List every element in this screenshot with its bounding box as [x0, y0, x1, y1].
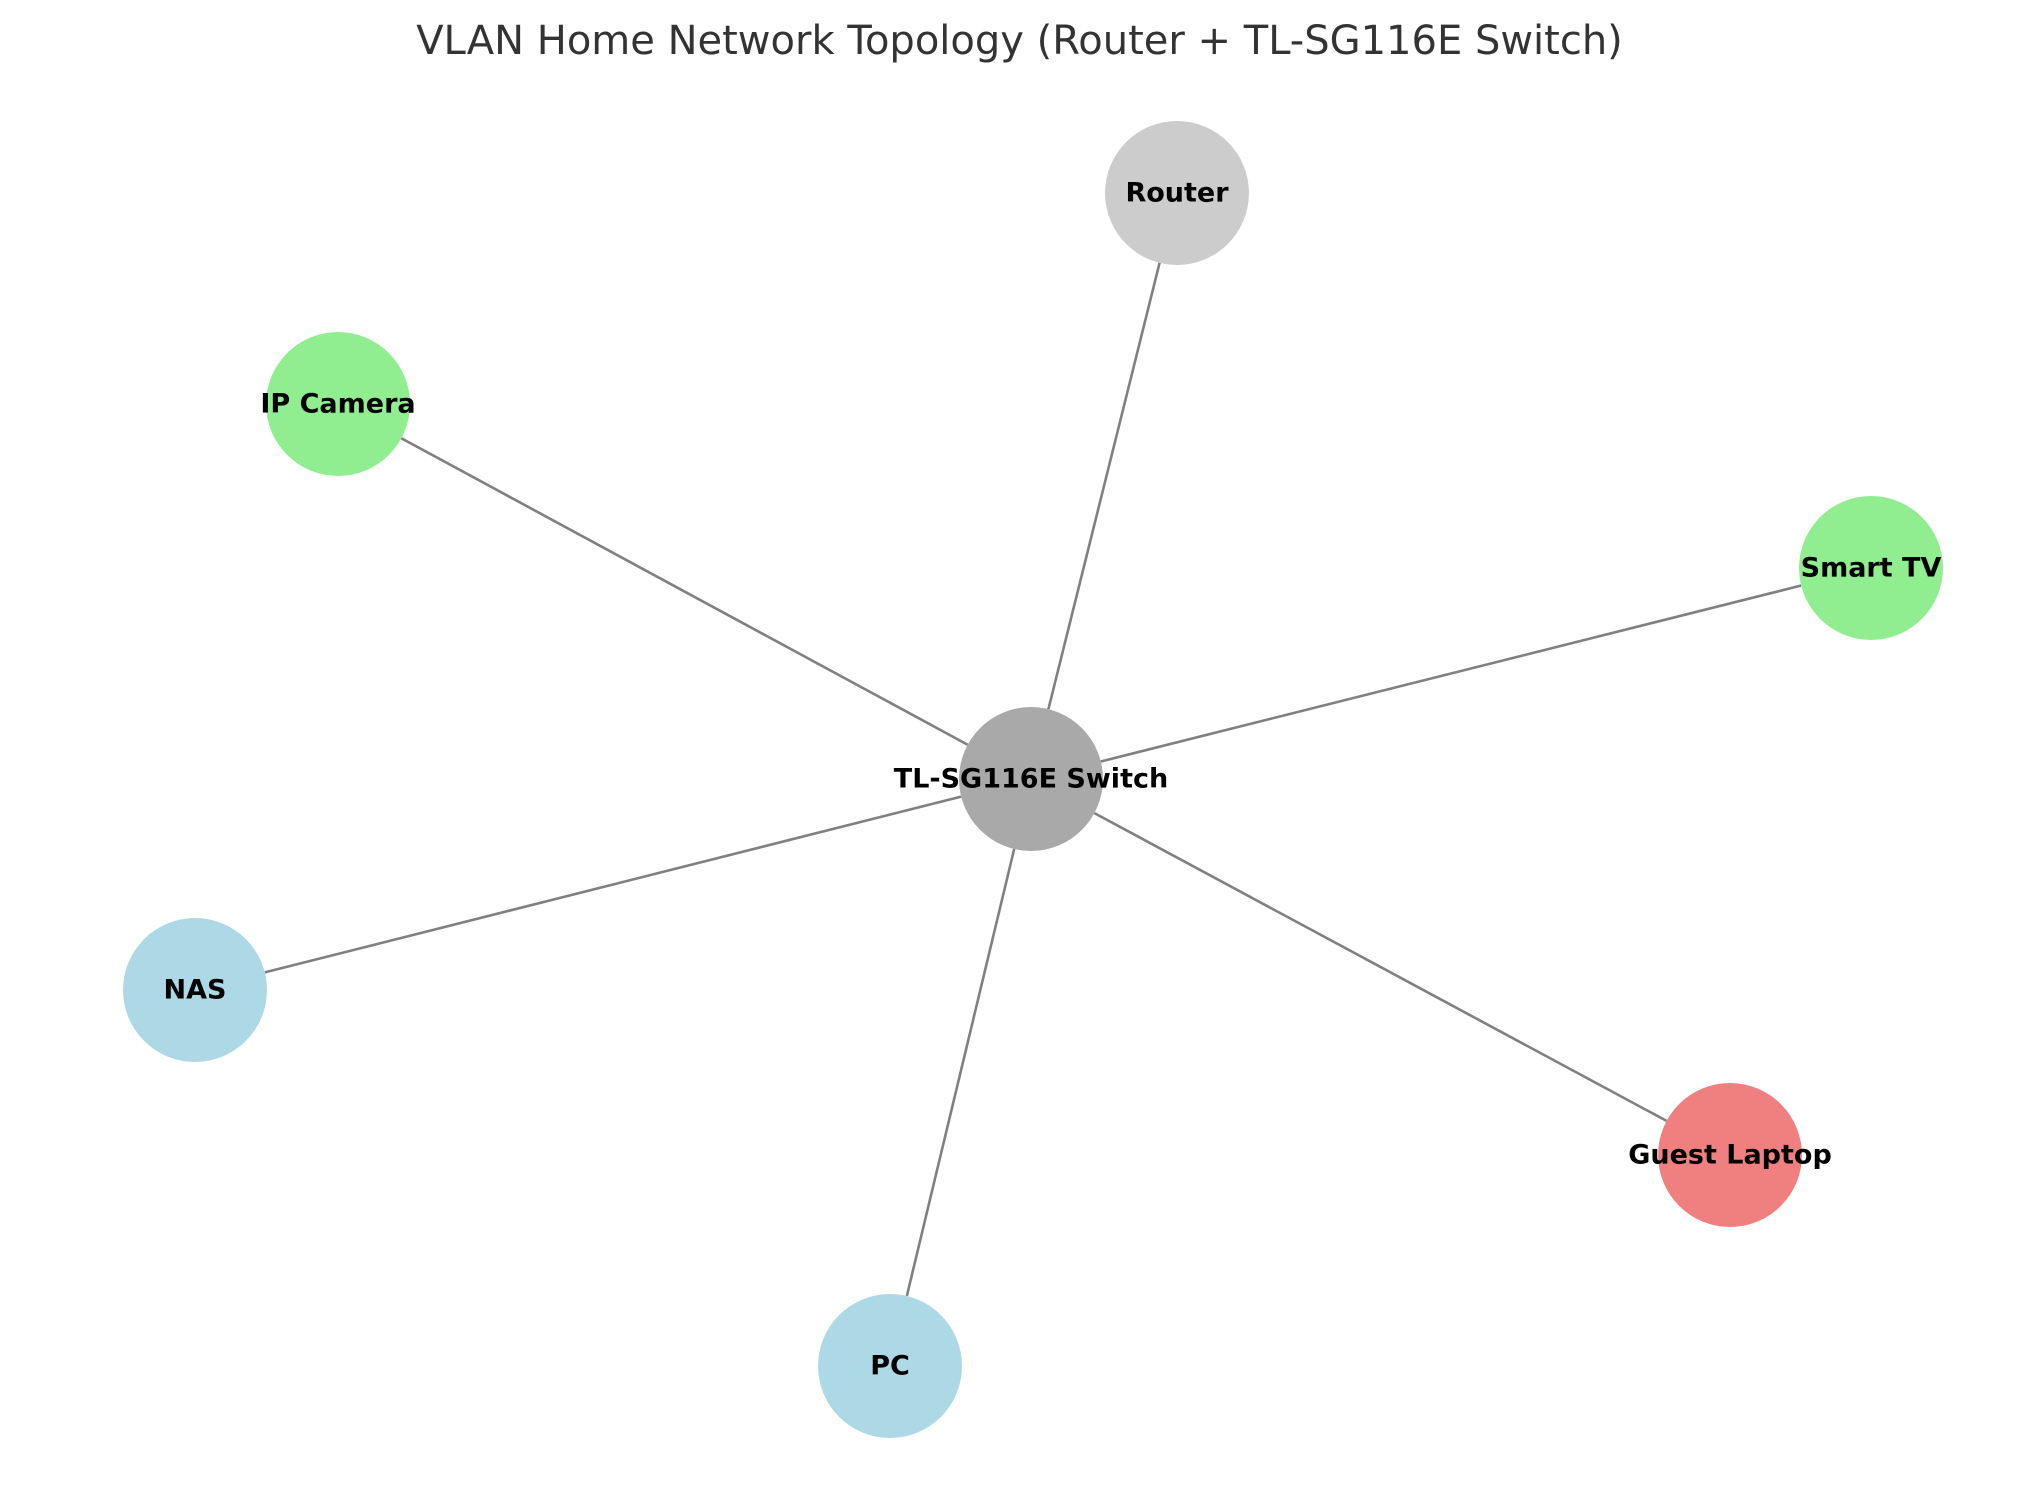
node-label: NAS: [164, 975, 227, 1006]
node-label: Router: [1125, 178, 1229, 209]
node-label: TL-SG116E Switch: [894, 764, 1168, 795]
node-pc[interactable]: PC: [818, 1294, 962, 1438]
node-circle: [818, 1294, 962, 1438]
edge-switch-ip_camera: [400, 437, 969, 746]
node-circle: [1799, 496, 1943, 640]
edge-switch-nas: [264, 795, 962, 974]
node-circle: [123, 918, 267, 1062]
node-label: Guest Laptop: [1628, 1140, 1832, 1171]
node-switch[interactable]: TL-SG116E Switch: [894, 707, 1168, 851]
node-guest-laptop[interactable]: Guest Laptop: [1628, 1083, 1832, 1227]
edge-switch-pc: [905, 848, 1016, 1297]
node-label: Smart TV: [1801, 553, 1942, 584]
node-circle: [266, 332, 410, 476]
node-ip-camera[interactable]: IP Camera: [260, 332, 416, 476]
edge-switch-router: [1047, 262, 1161, 710]
node-router[interactable]: Router: [1105, 121, 1249, 265]
diagram-title: VLAN Home Network Topology (Router + TL-…: [416, 18, 1623, 64]
node-label: IP Camera: [260, 389, 415, 420]
node-smart-tv[interactable]: Smart TV: [1799, 496, 1943, 640]
node-circle: [1105, 121, 1249, 265]
edge-switch-smart_tv: [1100, 584, 1802, 763]
node-label: PC: [870, 1351, 910, 1382]
node-circle: [1658, 1083, 1802, 1227]
node-nas[interactable]: NAS: [123, 918, 267, 1062]
edges-layer: [264, 262, 1802, 1297]
edge-switch-guest_laptop: [1093, 811, 1668, 1123]
node-circle: [959, 707, 1103, 851]
